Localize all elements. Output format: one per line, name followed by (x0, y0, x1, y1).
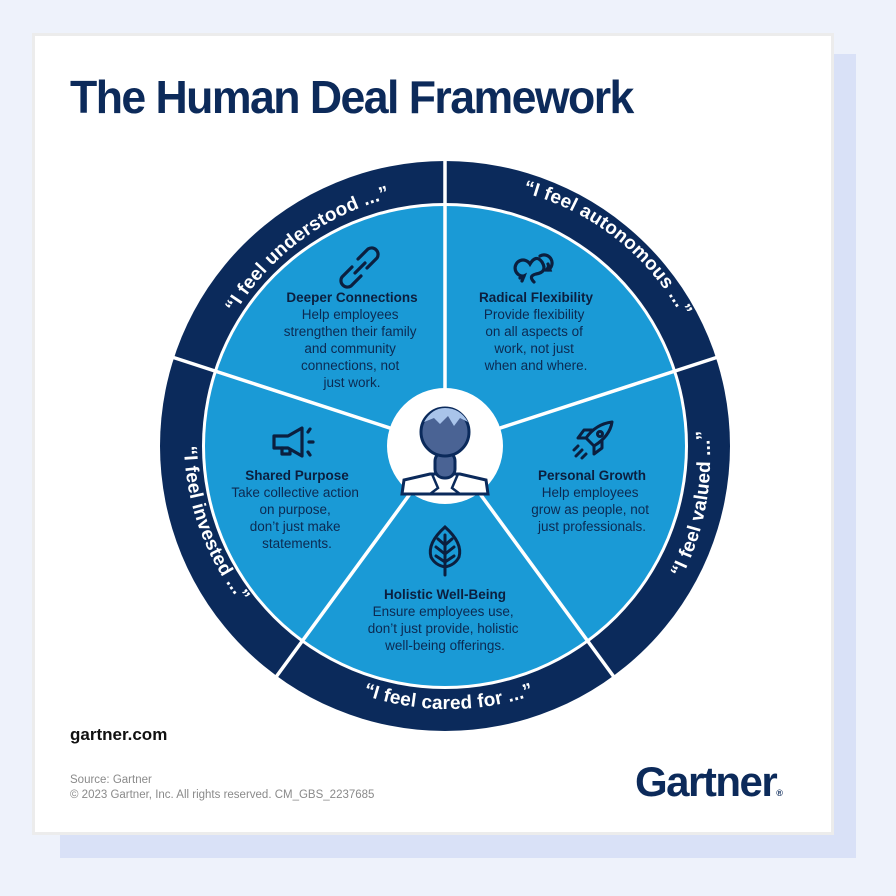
source-line: Source: Gartner (70, 774, 152, 786)
segment-title: Deeper Connections (286, 290, 417, 305)
rocket-icon (572, 420, 614, 460)
page-title: The Human Deal Framework (70, 71, 634, 123)
segment-body: Provide flexibility on all aspects of wo… (484, 307, 589, 373)
segment-title: Holistic Well-Being (384, 587, 506, 602)
gartner-logo: Gartner® (635, 758, 783, 806)
segment-title: Radical Flexibility (479, 290, 594, 305)
segment-title: Personal Growth (538, 468, 646, 483)
site-link[interactable]: gartner.com (70, 725, 168, 744)
flexible-arrows-icon (513, 253, 554, 284)
megaphone-icon (272, 426, 315, 458)
segment-body: Help employees strengthen their family a… (284, 307, 421, 390)
registered-mark: ® (776, 788, 783, 798)
leaf-icon (428, 524, 462, 577)
segment-title: Shared Purpose (245, 468, 349, 483)
link-icon (339, 246, 380, 289)
infographic-card: The Human Deal Framework (32, 33, 834, 835)
person-icon (400, 406, 490, 496)
segment-body: Take collective action on purpose, don’t… (231, 485, 362, 551)
logo-text: Gartner (635, 758, 778, 805)
segment-body: Ensure employees use, don’t just provide… (368, 604, 523, 653)
copyright-line: © 2023 Gartner, Inc. All rights reserved… (70, 789, 375, 801)
source-note: Source: Gartner © 2023 Gartner, Inc. All… (70, 773, 374, 803)
segment-body: Help employees grow as people, not just … (531, 485, 653, 534)
